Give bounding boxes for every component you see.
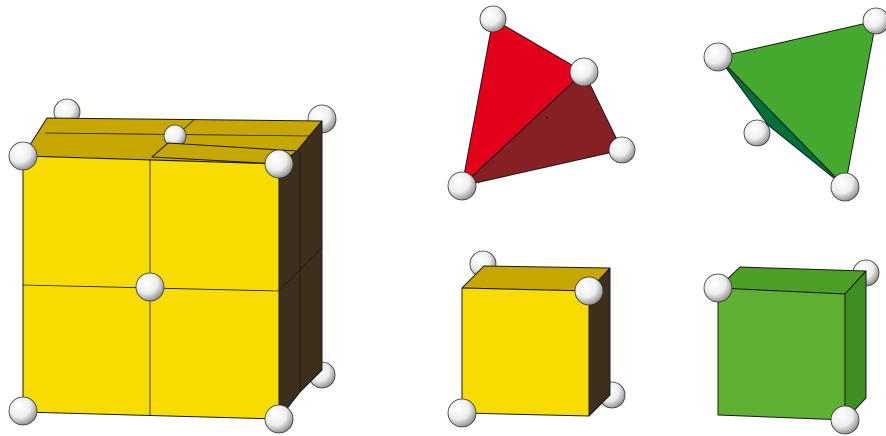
- vertex-sphere: [447, 171, 477, 201]
- vertex-sphere: [830, 172, 860, 202]
- vertex-sphere: [574, 276, 604, 306]
- tetra-side-face: [461, 71, 623, 187]
- cube-front-face: [717, 287, 846, 421]
- vertex-sphere: [447, 398, 477, 428]
- vertex-sphere: [479, 5, 507, 33]
- vertex-sphere: [830, 405, 860, 435]
- vertex-sphere: [608, 136, 636, 164]
- vertex-sphere: [703, 273, 733, 303]
- vertex-sphere: [264, 404, 294, 434]
- vertex-sphere: [703, 42, 733, 72]
- vertex-sphere: [8, 396, 38, 426]
- cube-front-face: [461, 287, 590, 417]
- cube-side-face: [844, 270, 867, 421]
- vertex-sphere: [862, 7, 886, 35]
- red-tetrahedron: [447, 5, 636, 201]
- large-cube: [8, 98, 337, 434]
- vertex-sphere: [8, 141, 38, 171]
- tetra-front-face: [717, 20, 877, 188]
- small-green-cube: [703, 259, 880, 435]
- vertex-sphere: [135, 272, 165, 302]
- green-tetrahedron: [703, 7, 886, 202]
- vertex-sphere: [264, 149, 294, 179]
- vertex-sphere: [569, 57, 599, 87]
- vertex-sphere: [743, 119, 771, 147]
- small-yellow-cube: [447, 250, 626, 428]
